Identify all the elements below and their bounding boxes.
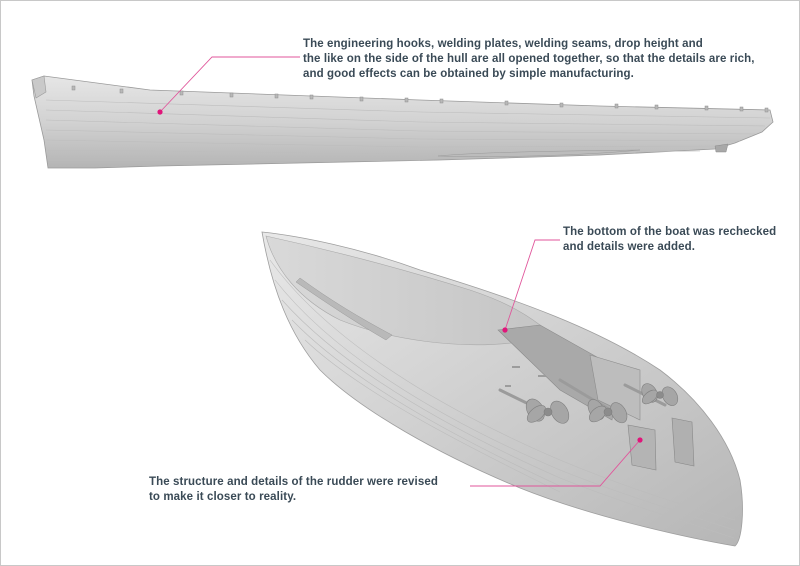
annotation-rudder: The structure and details of the rudder … xyxy=(149,476,438,503)
annotation-hull-bottom: The bottom of the boat was rechecked and… xyxy=(563,226,777,253)
hull-bottom-view xyxy=(261,231,743,547)
marker-dot-hull-bottom xyxy=(502,327,508,333)
hull-side-view xyxy=(31,75,774,169)
marker-dots xyxy=(157,109,643,443)
marker-dot-rudder xyxy=(637,437,643,443)
leader-lines xyxy=(159,56,641,487)
annotation-hull-side: The engineering hooks, welding plates, w… xyxy=(303,38,755,80)
marker-dot-hull-side xyxy=(157,109,163,115)
